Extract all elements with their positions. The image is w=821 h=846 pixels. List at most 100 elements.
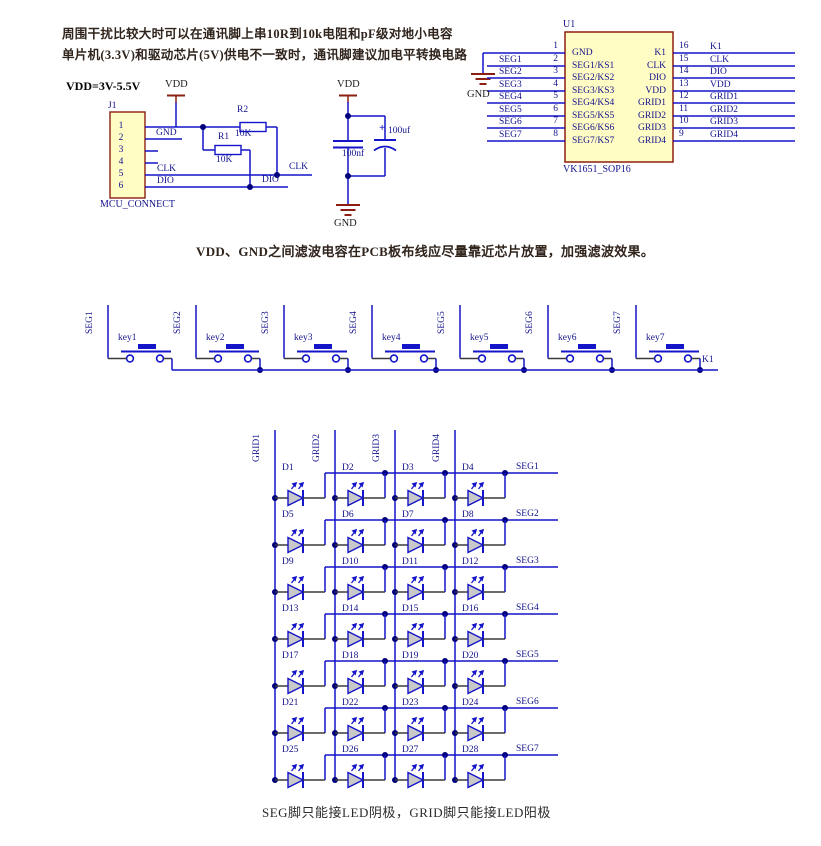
- j1-pin-number-2: 2: [118, 133, 124, 143]
- diode-label-d28: D28: [462, 745, 479, 755]
- u1-pin-number-13: 13: [679, 79, 689, 89]
- u1-net-grid1: GRID1: [710, 92, 738, 102]
- u1-pin-number-12: 12: [679, 91, 689, 101]
- u1-pin-name-grid1: GRID1: [638, 98, 666, 108]
- u1-pin-name-dio: DIO: [649, 73, 666, 83]
- diode-label-d22: D22: [342, 698, 359, 708]
- u1-net-seg6: SEG6: [499, 117, 522, 127]
- c2-polarity-plus: +: [379, 122, 386, 134]
- gnd-power-label-cap: GND: [334, 218, 357, 229]
- diode-label-d26: D26: [342, 745, 359, 755]
- key-label-key1: key1: [118, 333, 137, 343]
- j1-part-name: MCU_CONNECT: [100, 199, 176, 210]
- u1-pin-name-seg5-ks5: SEG5/KS5: [572, 111, 615, 121]
- u1-pin-number-15: 15: [679, 54, 689, 64]
- key-label-key5: key5: [470, 333, 489, 343]
- matrix-grid-grid4: GRID4: [432, 434, 442, 462]
- diode-label-d6: D6: [342, 510, 354, 520]
- vk1651-ic: [471, 31, 795, 163]
- diode-label-d10: D10: [342, 557, 359, 567]
- u1-pin-name-vdd: VDD: [645, 86, 666, 96]
- vdd-range-label: VDD=3V-5.5V: [66, 79, 141, 93]
- key-label-key3: key3: [294, 333, 313, 343]
- diode-label-d5: D5: [282, 510, 294, 520]
- u1-net-seg1: SEG1: [499, 55, 522, 65]
- diode-label-d1: D1: [282, 463, 294, 473]
- matrix-seg-seg6: SEG6: [516, 697, 539, 707]
- diode-label-d24: D24: [462, 698, 479, 708]
- diode-label-d8: D8: [462, 510, 474, 520]
- j1-designator: J1: [108, 101, 117, 111]
- matrix-seg-seg5: SEG5: [516, 650, 539, 660]
- u1-pin-name-grid3: GRID3: [638, 123, 666, 133]
- net-label-clk-left: CLK: [157, 164, 176, 174]
- u1-pin-number-8: 8: [553, 129, 558, 139]
- key-seg-seg3: SEG3: [261, 311, 271, 334]
- diode-label-d3: D3: [402, 463, 414, 473]
- u1-net-k1: K1: [710, 42, 722, 52]
- u1-net-clk: CLK: [710, 55, 729, 65]
- matrix-seg-seg7: SEG7: [516, 744, 539, 754]
- matrix-grid-grid3: GRID3: [372, 434, 382, 462]
- u1-designator: U1: [563, 19, 576, 30]
- matrix-note: SEG脚只能接LED阴极，GRID脚只能接LED阳极: [262, 805, 551, 820]
- vdd-power-label-1: VDD: [165, 79, 188, 90]
- net-label-clk-right: CLK: [289, 162, 308, 172]
- u1-pin-name-clk: CLK: [647, 61, 666, 71]
- matrix-grid-grid2: GRID2: [312, 434, 322, 462]
- key-seg-seg6: SEG6: [525, 311, 535, 334]
- r2-designator: R2: [237, 105, 249, 115]
- j1-pin-number-3: 3: [118, 145, 124, 155]
- diode-label-d27: D27: [402, 745, 419, 755]
- key-seg-seg4: SEG4: [349, 311, 359, 334]
- u1-pin-number-14: 14: [679, 66, 689, 76]
- diode-label-d20: D20: [462, 651, 479, 661]
- u1-pin-number-2: 2: [553, 54, 558, 64]
- key-seg-seg7: SEG7: [613, 311, 623, 334]
- u1-net-vdd: VDD: [710, 80, 731, 90]
- note-line2: 单片机(3.3V)和驱动芯片(5V)供电不一致时，通讯脚建议加电平转换电路: [62, 48, 468, 62]
- u1-net-grid2: GRID2: [710, 105, 738, 115]
- vdd-power-label-2: VDD: [337, 79, 360, 90]
- u1-pin-number-10: 10: [679, 116, 689, 126]
- u1-pin-number-16: 16: [679, 41, 689, 51]
- diode-label-d12: D12: [462, 557, 479, 567]
- j1-pin-number-5: 5: [118, 169, 124, 179]
- matrix-seg-seg2: SEG2: [516, 509, 539, 519]
- key-label-key4: key4: [382, 333, 401, 343]
- key-seg-seg1: SEG1: [85, 311, 95, 334]
- diode-label-d25: D25: [282, 745, 299, 755]
- u1-part-name: VK1651_SOP16: [563, 164, 631, 175]
- u1-pin-name-k1: K1: [654, 48, 666, 58]
- c1-value: 100nf: [342, 149, 365, 159]
- diode-label-d7: D7: [402, 510, 414, 520]
- u1-pin-number-9: 9: [679, 129, 684, 139]
- u1-net-grid3: GRID3: [710, 117, 738, 127]
- u1-pin-number-7: 7: [553, 116, 558, 126]
- u1-net-grid4: GRID4: [710, 130, 738, 140]
- u1-pin-number-5: 5: [553, 91, 558, 101]
- key-label-key6: key6: [558, 333, 577, 343]
- u1-pin-name-seg6-ks6: SEG6/KS6: [572, 123, 615, 133]
- matrix-seg-seg1: SEG1: [516, 462, 539, 472]
- u1-pin-name-grid2: GRID2: [638, 111, 666, 121]
- diode-label-d17: D17: [282, 651, 299, 661]
- u1-net-seg4: SEG4: [499, 92, 522, 102]
- diode-label-d11: D11: [402, 557, 419, 567]
- key-seg-seg5: SEG5: [437, 311, 447, 334]
- diode-label-d18: D18: [342, 651, 359, 661]
- r1-designator: R1: [218, 132, 230, 142]
- r2-value: 10K: [235, 129, 252, 139]
- diode-label-d16: D16: [462, 604, 479, 614]
- diode-label-d15: D15: [402, 604, 419, 614]
- j1-pin-number-1: 1: [118, 121, 124, 131]
- u1-pin-name-gnd: GND: [572, 48, 593, 58]
- net-label-dio-left: DIO: [157, 176, 174, 186]
- u1-pin-number-4: 4: [553, 79, 558, 89]
- u1-pin-name-seg4-ks4: SEG4/KS4: [572, 98, 615, 108]
- u1-net-seg7: SEG7: [499, 130, 522, 140]
- r1-value: 10K: [216, 155, 233, 165]
- diode-label-d9: D9: [282, 557, 294, 567]
- matrix-seg-seg4: SEG4: [516, 603, 539, 613]
- matrix-grid-grid1: GRID1: [252, 434, 262, 462]
